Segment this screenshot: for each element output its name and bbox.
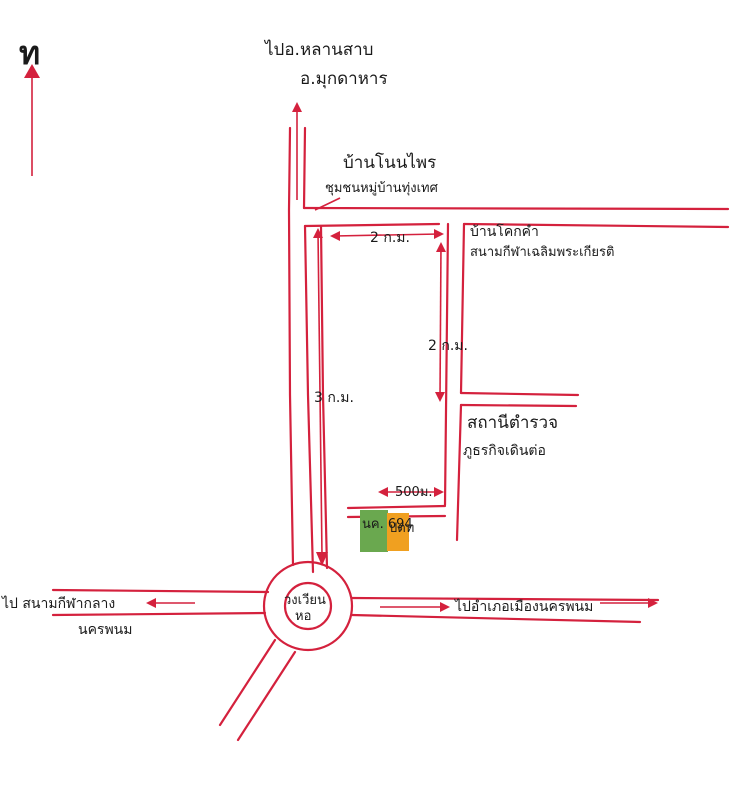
to-khok-salab-line1: ไปอ.หลานสาบ: [263, 39, 373, 60]
east-road-left-edge: [443, 222, 450, 507]
to-east: ไปอำเภอเมืองนครพนม: [454, 598, 593, 615]
north-arrowhead: [24, 64, 40, 78]
dist-right-label: 2 ก.ม.: [428, 338, 468, 354]
southwest-road-edge-2: [236, 650, 297, 742]
north-indicator: ท: [19, 34, 40, 176]
roundabout-inner: [283, 581, 333, 631]
spur-road-south-edge: [459, 403, 578, 408]
ban-nong-phai: บ้านโนนไพร: [343, 152, 436, 173]
main-road-left-edge: [287, 126, 295, 567]
main-road-inner-edge-2: [319, 224, 329, 570]
to-khok-salab-line2: อ.มุกดาหาร: [300, 69, 388, 89]
spur-road-north-edge: [459, 391, 580, 397]
bottom-road-north-edge-east: [350, 596, 660, 602]
connector-road: [346, 504, 447, 510]
top-road-south-edge: [303, 222, 441, 228]
ban-khok-kham-line2: สนามกีฬาเฉลิมพระเกียรติ: [470, 244, 614, 260]
ban-nong-phai-sub: ชุมชนหมู่บ้านทุ่งเทศ: [325, 181, 439, 196]
marker-green-label: นค. 694: [362, 517, 413, 532]
police-line1: สถานีตำรวจ: [467, 413, 558, 433]
marker-green: [360, 510, 388, 552]
dist-short-label: 500ม.: [395, 485, 433, 500]
ban-khok-kham-line1: บ้านโคกคำ: [470, 223, 539, 240]
top-road-north-edge: [302, 206, 730, 211]
roundabout-line1: วงเวียน: [284, 592, 326, 608]
dist-left-label: 3 ก.ม.: [314, 390, 354, 406]
arrows: [146, 102, 658, 612]
to-west-line1: ไป สนามกีฬากลาง: [1, 595, 115, 612]
to-west-line2: นครพนม: [78, 622, 132, 638]
arrow-down-main-road: [317, 231, 323, 557]
dist-top-label: 2 ก.ม.: [370, 230, 410, 246]
bottom-road-south-edge-east: [350, 613, 642, 624]
east-road-right-edge-lower: [455, 403, 463, 542]
arrow-landmark-pointer: [314, 197, 341, 211]
labels: ไปอ.หลานสาบ อ.มุกดาหาร บ้านโนนไพร ชุมชนห…: [1, 39, 614, 638]
top-road-south-edge-east: [462, 222, 730, 229]
bottom-road-south-edge-west: [51, 611, 267, 617]
east-road-right-edge: [459, 222, 466, 395]
arrow-right-distance: [439, 243, 442, 399]
north-letter: ท: [19, 34, 40, 72]
roundabout-outer: [262, 560, 354, 652]
roundabout-line2: หอ: [295, 609, 311, 624]
destination-markers: นค. 694 ปตท: [360, 510, 414, 552]
arrow-top-distance: [333, 233, 441, 237]
main-road-right-edge: [302, 126, 307, 210]
southwest-road-edge-1: [218, 638, 277, 727]
bottom-road-north-edge-west: [51, 588, 270, 594]
main-road-inner-edge: [303, 224, 315, 574]
police-line2: ภูธรกิจเดินต่อ: [463, 443, 546, 459]
roads: [51, 126, 730, 742]
marker-orange: [387, 513, 409, 551]
marker-orange-label: ปตท: [389, 521, 414, 536]
